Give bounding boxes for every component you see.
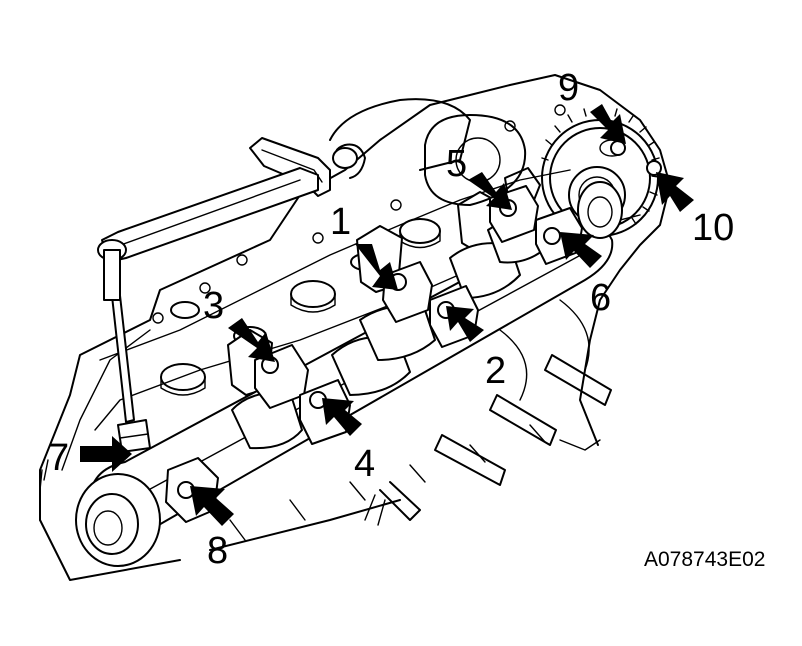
engine-line-art xyxy=(39,74,671,581)
callout-6: 6 xyxy=(590,277,611,319)
callout-10: 10 xyxy=(692,207,734,249)
callout-7: 7 xyxy=(48,437,69,479)
arrow-8 xyxy=(190,486,234,526)
callout-arrows xyxy=(80,104,694,526)
arrow-9 xyxy=(590,104,626,144)
figure-code: A078743E02 xyxy=(644,548,765,571)
arrow-2 xyxy=(446,306,484,342)
callout-3: 3 xyxy=(203,285,224,327)
arrow-1 xyxy=(355,244,398,290)
arrow-7 xyxy=(80,436,132,472)
arrow-10 xyxy=(656,172,694,212)
callout-5: 5 xyxy=(446,143,467,185)
callout-2: 2 xyxy=(485,350,506,392)
arrow-3 xyxy=(228,318,275,362)
callout-labels: 1 2 3 4 5 6 7 8 9 10 xyxy=(48,67,734,572)
callout-9: 9 xyxy=(558,67,579,109)
arrow-5 xyxy=(468,172,512,210)
arrow-6 xyxy=(560,232,602,268)
arrow-4 xyxy=(322,398,362,436)
callout-4: 4 xyxy=(354,443,375,485)
callout-8: 8 xyxy=(207,530,228,572)
callout-1: 1 xyxy=(330,201,351,243)
